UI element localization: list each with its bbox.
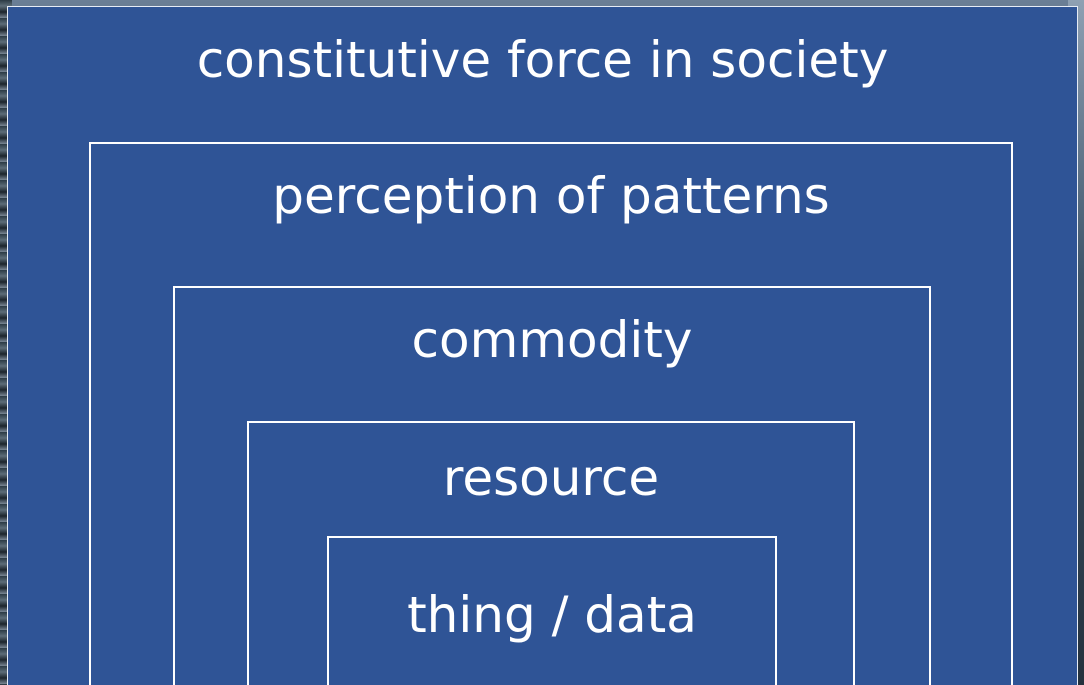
layer-thing-data-box: thing / data [327,536,777,685]
layer-resource-label: resource [442,449,660,507]
layer-commodity-label: commodity [411,311,693,369]
layer-perception-of-patterns-label: perception of patterns [272,167,830,225]
layer-constitutive-force-label: constitutive force in society [196,31,889,89]
layer-thing-data-label: thing / data [407,586,697,644]
